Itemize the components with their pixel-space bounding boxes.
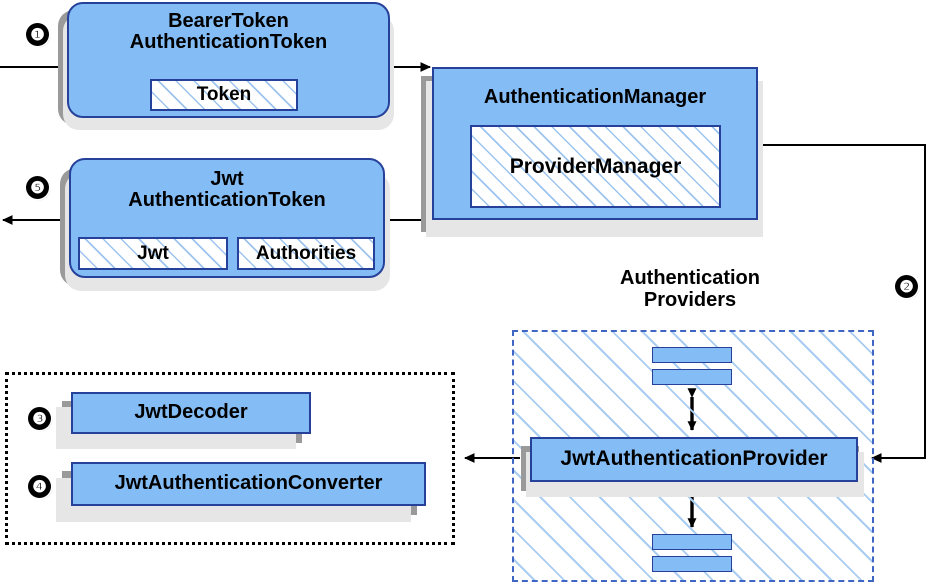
bearer-token-inner-token[interactable]: Token <box>150 79 298 111</box>
bearer-token-title-line2: AuthenticationToken <box>129 31 328 54</box>
step-number-5: ❺ <box>26 176 49 199</box>
jwt-decoder-label: JwtDecoder <box>134 401 248 424</box>
hatch-pattern <box>80 239 226 268</box>
bearer-token-inner-token-label: Token <box>196 84 252 105</box>
bearer-token-title-line1: BearerToken <box>168 10 289 32</box>
other-provider-bar-top-1[interactable] <box>652 347 732 363</box>
jwt-token-inner-jwt[interactable]: Jwt <box>78 237 228 270</box>
jwt-token-title-line1: Jwt <box>210 168 244 190</box>
authentication-manager-title: AuthenticationManager <box>483 86 707 108</box>
other-provider-bar-top-2[interactable] <box>652 369 732 385</box>
step-number-2: ❷ <box>895 275 918 298</box>
arrow-manager-to-provider <box>758 144 926 463</box>
jwt-decoder-node[interactable]: JwtDecoder <box>71 392 311 434</box>
hatch-pattern <box>239 239 373 268</box>
other-provider-bar-bottom-2[interactable] <box>652 556 732 572</box>
authentication-manager-inner-provider-manager[interactable]: ProviderManager <box>470 125 721 208</box>
jwt-token-inner-authorities[interactable]: Authorities <box>237 237 375 270</box>
step-number-4: ❹ <box>28 475 51 498</box>
support-beans-group <box>5 372 455 545</box>
jwt-token-inner-jwt-label: Jwt <box>137 242 169 264</box>
bearer-token-node[interactable]: BearerToken AuthenticationToken <box>67 2 390 118</box>
hatch-pattern <box>152 81 296 109</box>
authentication-providers-caption-line2: Providers <box>643 288 737 311</box>
hatch-pattern <box>472 127 719 206</box>
authentication-providers-caption-line1: Authentication <box>620 267 760 289</box>
jwt-authentication-provider-label: JwtAuthenticationProvider <box>560 447 828 471</box>
jwt-authentication-provider-node[interactable]: JwtAuthenticationProvider <box>530 437 858 482</box>
jwt-token-title-line2: AuthenticationToken <box>128 189 326 212</box>
step-number-1: ❶ <box>26 23 49 46</box>
provider-manager-label: ProviderManager <box>509 154 682 178</box>
jwt-token-inner-authorities-label: Authorities <box>255 242 357 264</box>
step-number-3: ❸ <box>28 407 51 430</box>
authentication-providers-caption: Authentication Providers <box>560 267 820 311</box>
jwt-authentication-converter-label: JwtAuthenticationConverter <box>114 472 383 495</box>
other-provider-bar-bottom-1[interactable] <box>652 534 732 550</box>
jwt-authentication-converter-node[interactable]: JwtAuthenticationConverter <box>71 462 426 506</box>
